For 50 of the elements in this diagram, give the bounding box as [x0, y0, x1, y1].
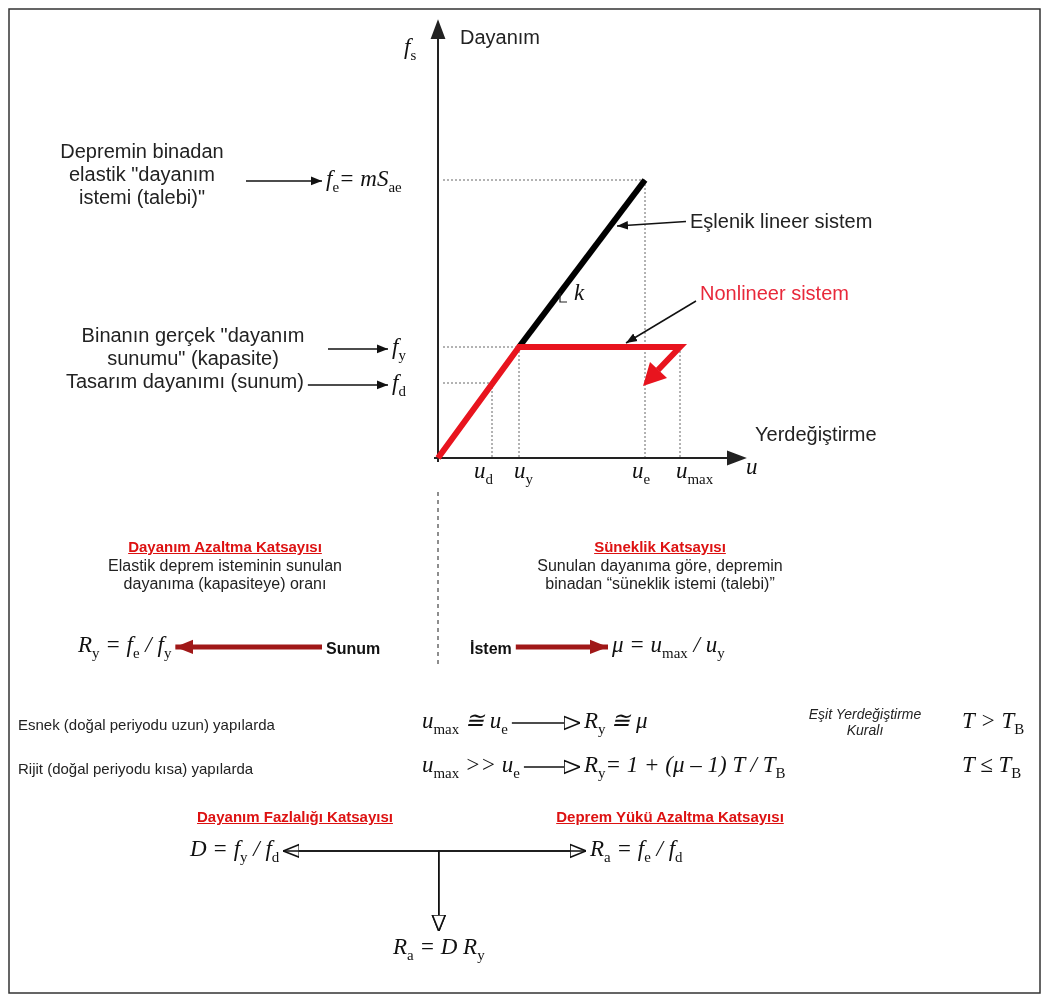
arrow	[175, 639, 322, 655]
slope-label: k	[574, 280, 585, 307]
description-text: Sunulan dayanıma göre, depremin binadan “süneklik istemi (talebi)”	[536, 557, 784, 594]
tick-label: u$_{max}$	[676, 458, 714, 488]
implication-arrow	[523, 759, 581, 775]
leader-arrow	[616, 220, 687, 230]
arrow	[431, 850, 587, 932]
section-heading: Deprem Yükü Azaltma Katsayısı	[555, 808, 785, 826]
annotation-text: Depremin binadan elastik "dayanım istemi (talebi)"	[42, 140, 242, 209]
formula: μ = u$_{max}$ / u$_{y}$	[612, 632, 725, 662]
curve-label: Eşlenik lineer sistem	[690, 210, 873, 233]
axis-symbol: f$_{s}$	[404, 34, 417, 64]
formula: D = f$_{y}$ / f$_{d}$	[190, 836, 280, 866]
description-text: Elastik deprem isteminin sunulan dayanıma (kapasiteye) oranı	[107, 557, 343, 594]
section-heading: Dayanım Azaltma Katsayısı	[127, 538, 323, 556]
implication-arrow	[511, 715, 581, 731]
formula: R$_{y}$ = f$_{e}$ / f$_{y}$	[78, 632, 172, 662]
keyword-text: Sunum	[326, 640, 381, 659]
section-heading: Dayanım Fazlalığı Katsayısı	[196, 808, 394, 826]
keyword-text: İstem	[470, 640, 512, 659]
formula: R$_{y}$= 1 + (μ – 1) T / T$_{B}$	[584, 752, 786, 782]
arrow	[515, 639, 608, 655]
arrow	[307, 380, 389, 390]
condition-text: Esnek (doğal periyodu uzun) yapılarda	[18, 716, 275, 734]
double-arrow	[282, 843, 587, 859]
section-heading: Süneklik Katsayısı	[593, 538, 727, 556]
leader-arrow	[625, 300, 697, 344]
period-condition: T > T$_{B}$	[962, 708, 1025, 738]
condition-text: Rijit (doğal periyodu kısa) yapılarda	[18, 760, 254, 778]
curve-label: Nonlineer sistem	[700, 282, 849, 305]
arrow	[245, 176, 323, 186]
formula: f$_{e}$= mS$_{ae}$	[326, 166, 402, 196]
annotation-text: Tasarım dayanımı (sunum)	[66, 370, 304, 393]
formula: R$_{y}$ ≅ μ	[584, 708, 648, 738]
axis-symbol: u	[746, 454, 758, 481]
formula: R$_{a}$ = D R$_{y}$	[393, 934, 485, 964]
rule-note: Eşit Yerdeğiştirme Kuralı	[807, 706, 923, 739]
formula: u$_{max}$ >> u$_{e}$	[422, 752, 520, 782]
tick-label: u$_{e}$	[632, 458, 651, 488]
axis-title: Yerdeğiştirme	[755, 423, 877, 446]
formula: u$_{max}$ ≅ u$_{e}$	[422, 708, 508, 738]
tick-label: u$_{d}$	[474, 458, 493, 488]
axis-title: Dayanım	[460, 26, 541, 49]
period-condition: T ≤ T$_{B}$	[962, 752, 1022, 782]
formula: f$_{y}$	[392, 334, 406, 364]
arrow	[327, 344, 389, 354]
formula: f$_{d}$	[392, 370, 406, 400]
tick-label: u$_{y}$	[514, 458, 533, 488]
annotation-text: Binanın gerçek "dayanım sunumu" (kapasite)	[62, 324, 324, 370]
formula: R$_{a}$ = f$_{e}$ / f$_{d}$	[590, 836, 683, 866]
